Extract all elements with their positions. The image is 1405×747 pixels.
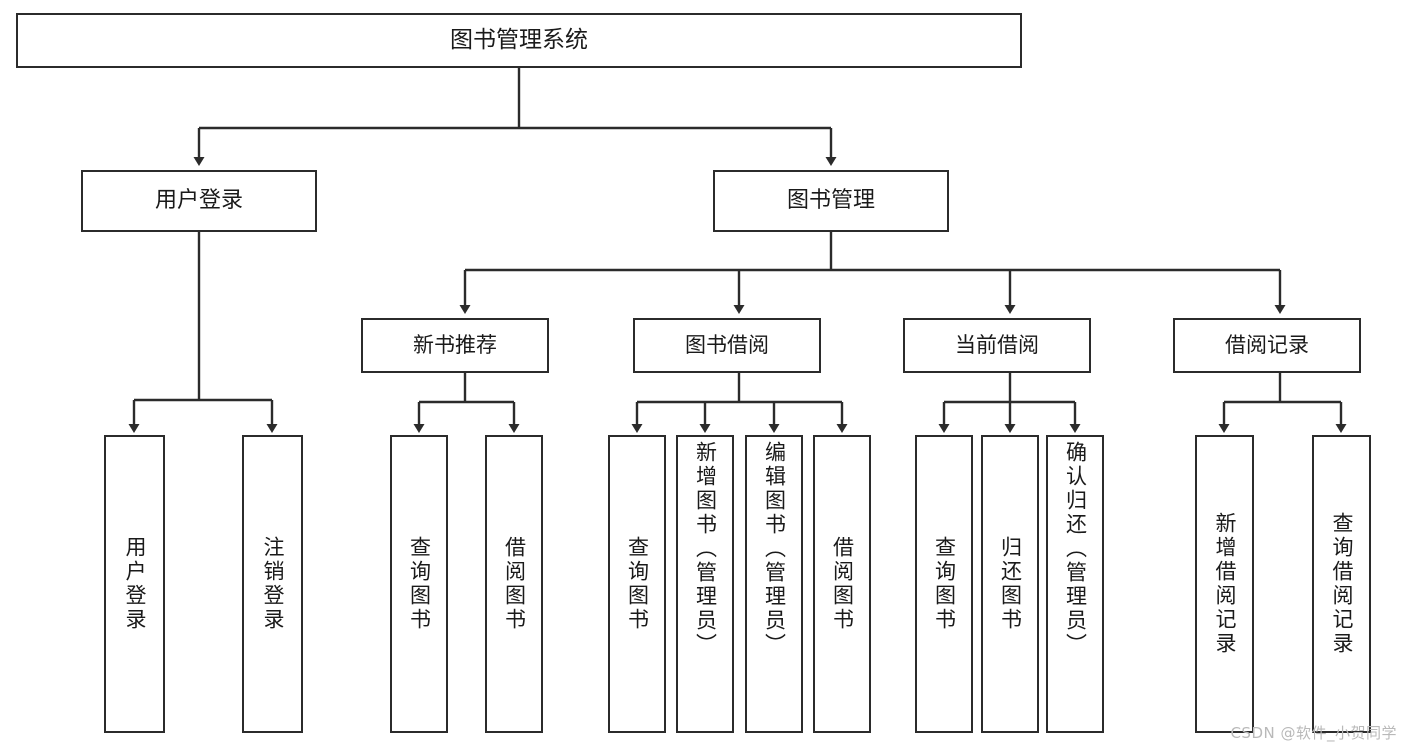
node-label: 图书借阅 — [685, 332, 769, 357]
node-root-book-management-system[interactable]: 图书管理系统 — [16, 13, 1022, 68]
node-book-borrow[interactable]: 图书借阅 — [633, 318, 821, 373]
leaf-label: 确认归还（管理员） — [1063, 441, 1088, 657]
node-borrow-record[interactable]: 借阅记录 — [1173, 318, 1361, 373]
leaf-user-login[interactable]: 用户登录 — [104, 435, 165, 733]
leaf-query-book-current[interactable]: 查询图书 — [915, 435, 973, 733]
leaf-add-book-admin[interactable]: 新增图书（管理员） — [676, 435, 734, 733]
node-user-login[interactable]: 用户登录 — [81, 170, 317, 232]
leaf-logout-login[interactable]: 注销登录 — [242, 435, 303, 733]
leaf-query-borrow-record[interactable]: 查询借阅记录 — [1312, 435, 1371, 733]
leaf-label: 用户登录 — [123, 536, 147, 632]
node-label: 图书管理 — [786, 187, 875, 213]
leaf-label: 新增借阅记录 — [1213, 512, 1237, 656]
leaf-label: 编辑图书（管理员） — [762, 441, 787, 657]
leaf-borrow-book-recommend[interactable]: 借阅图书 — [485, 435, 543, 733]
leaf-confirm-return-admin[interactable]: 确认归还（管理员） — [1046, 435, 1104, 733]
node-label: 新书推荐 — [413, 332, 497, 357]
leaf-label: 归还图书 — [998, 536, 1023, 632]
node-label: 当前借阅 — [955, 332, 1039, 357]
leaf-edit-book-admin[interactable]: 编辑图书（管理员） — [745, 435, 803, 733]
leaf-label: 查询图书 — [407, 536, 432, 632]
leaf-label: 注销登录 — [261, 536, 285, 632]
leaf-query-book-recommend[interactable]: 查询图书 — [390, 435, 448, 733]
leaf-label: 借阅图书 — [502, 536, 527, 632]
node-current-borrow[interactable]: 当前借阅 — [903, 318, 1091, 373]
leaf-add-borrow-record[interactable]: 新增借阅记录 — [1195, 435, 1254, 733]
leaf-borrow-book[interactable]: 借阅图书 — [813, 435, 871, 733]
leaf-label: 查询图书 — [625, 536, 650, 632]
leaf-label: 新增图书（管理员） — [693, 441, 718, 657]
node-new-book-recommend[interactable]: 新书推荐 — [361, 318, 549, 373]
node-book-management[interactable]: 图书管理 — [713, 170, 949, 232]
node-label: 借阅记录 — [1225, 332, 1309, 357]
leaf-label: 借阅图书 — [830, 536, 855, 632]
node-label: 用户登录 — [154, 187, 243, 213]
leaf-label: 查询图书 — [932, 536, 957, 632]
leaf-return-book[interactable]: 归还图书 — [981, 435, 1039, 733]
leaf-label: 查询借阅记录 — [1330, 512, 1354, 656]
leaf-query-book-borrow[interactable]: 查询图书 — [608, 435, 666, 733]
node-label: 图书管理系统 — [450, 26, 588, 53]
